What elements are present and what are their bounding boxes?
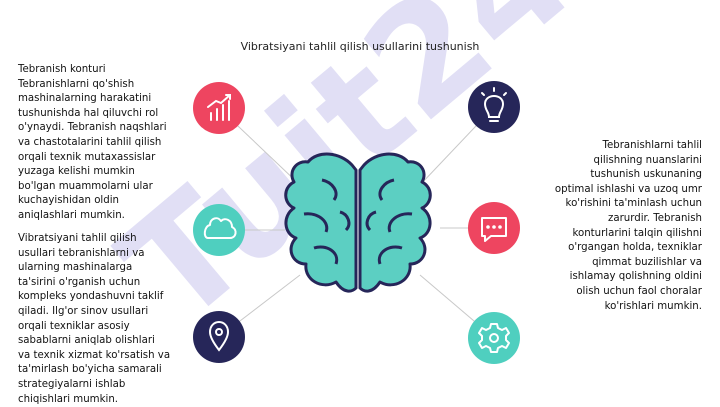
cloud-icon-button: [193, 204, 245, 256]
chart-growth-icon-button: [193, 82, 245, 134]
gear-icon: [478, 323, 510, 353]
location-pin-icon-button: [193, 311, 245, 363]
location-pin-icon: [208, 320, 230, 352]
gear-icon-button: [468, 312, 520, 364]
right-paragraph: Tebranishlarni tahlil qilishning nuansla…: [554, 140, 702, 312]
cloud-icon: [203, 217, 237, 239]
lightbulb-icon: [481, 87, 507, 122]
left-paragraph-2: Vibratsiyani tahlil qilish usullari tebr…: [18, 233, 171, 405]
left-paragraph-1: Tebranish konturi Tebranishlarni qo'shis…: [18, 64, 167, 221]
chat-bubble-icon: [481, 217, 507, 242]
lightbulb-icon-button: [468, 81, 520, 133]
diagram-title: Vibratsiyani tahlil qilish usullarini tu…: [240, 40, 480, 53]
brain-icon: [284, 152, 432, 293]
chat-bubble-icon-button: [468, 202, 520, 254]
chart-growth-icon: [207, 94, 231, 121]
